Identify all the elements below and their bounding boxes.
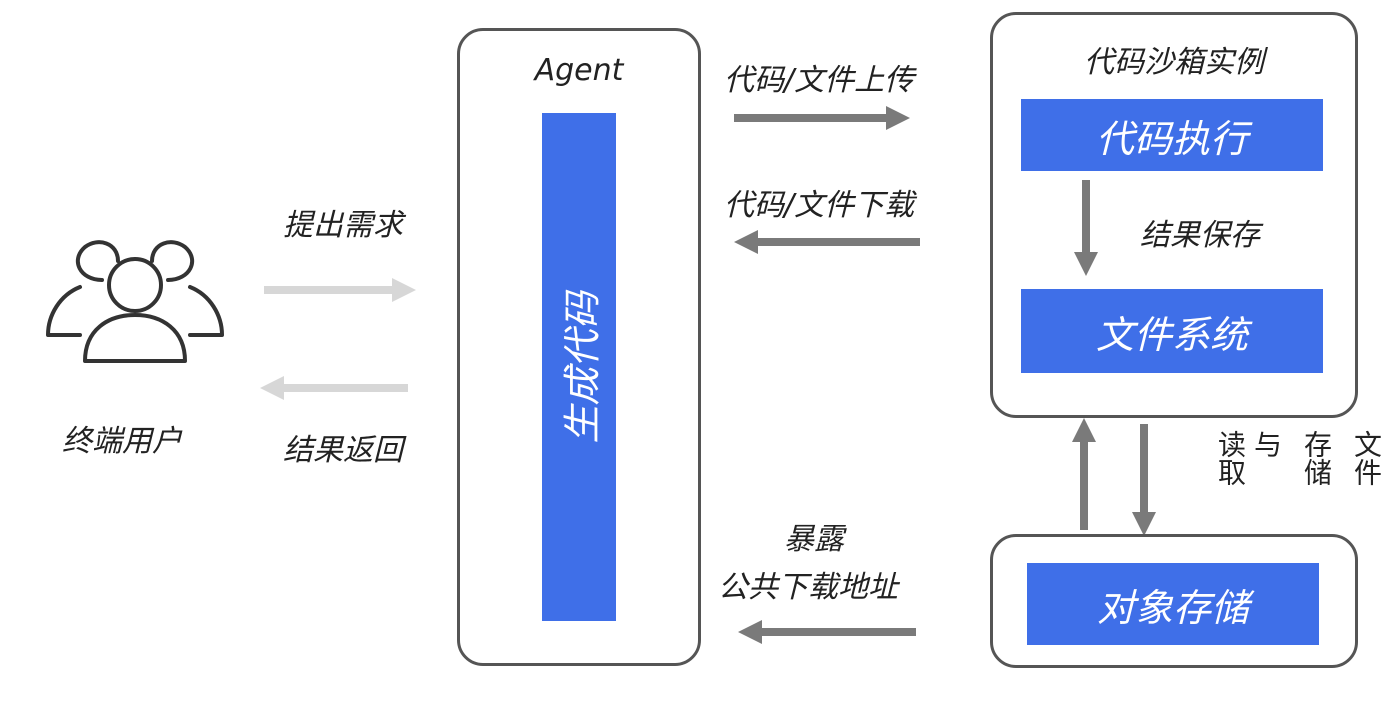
expose-arrow bbox=[738, 620, 916, 644]
file-system-box: 文件系统 bbox=[1021, 289, 1323, 373]
submit-request-label: 提出需求 bbox=[283, 208, 403, 243]
expose-label-line1: 暴露 bbox=[784, 522, 844, 557]
upload-label: 代码/文件上传 bbox=[724, 63, 915, 98]
storage-read-arrow bbox=[1072, 418, 1096, 530]
download-arrow bbox=[734, 230, 920, 254]
storage-rw-col-4: 读取 bbox=[1214, 430, 1247, 486]
sandbox-box: 代码沙箱实例 代码执行 文件系统 bbox=[990, 12, 1358, 418]
storage-rw-label: 文件 存储 与 读取 bbox=[1205, 430, 1383, 486]
object-storage-inner: 对象存储 bbox=[1027, 563, 1319, 645]
object-storage-box: 对象存储 bbox=[990, 534, 1358, 668]
expose-label-line2: 公共下载地址 bbox=[718, 570, 898, 605]
users-icon bbox=[40, 235, 230, 365]
generate-code-bar: 生成代码 bbox=[542, 113, 616, 621]
storage-rw-col-2: 存储 bbox=[1300, 430, 1333, 486]
generate-code-label: 生成代码 bbox=[560, 290, 605, 444]
agent-title: Agent bbox=[534, 53, 624, 88]
code-exec-box: 代码执行 bbox=[1021, 99, 1323, 171]
save-result-arrow bbox=[1074, 180, 1098, 276]
return-result-arrow bbox=[260, 376, 408, 400]
save-result-label: 结果保存 bbox=[1140, 218, 1260, 253]
return-result-label: 结果返回 bbox=[283, 433, 403, 468]
submit-request-arrow bbox=[264, 278, 416, 302]
storage-rw-col-3: 与 bbox=[1250, 430, 1283, 458]
agent-box: Agent 生成代码 bbox=[457, 28, 701, 666]
sandbox-title: 代码沙箱实例 bbox=[1084, 45, 1264, 80]
upload-arrow bbox=[734, 106, 910, 130]
storage-write-arrow bbox=[1132, 424, 1156, 536]
download-label: 代码/文件下载 bbox=[724, 188, 915, 223]
storage-rw-col-1: 文件 bbox=[1350, 430, 1383, 486]
end-user-label: 终端用户 bbox=[62, 424, 182, 459]
